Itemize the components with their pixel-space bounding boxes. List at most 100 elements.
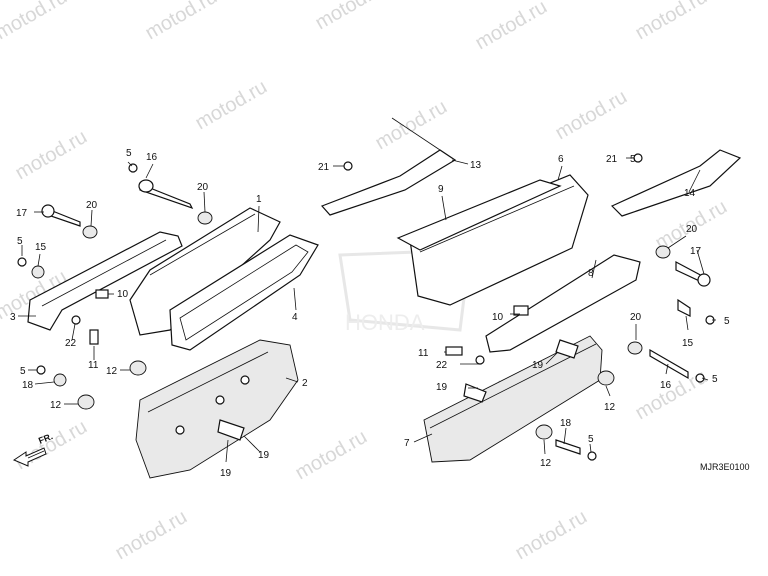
- callout-20: 20: [86, 200, 98, 211]
- callout-13: 13: [470, 160, 482, 171]
- grommet-20-right-a: [655, 245, 671, 259]
- callout-5: 5: [712, 374, 718, 385]
- watermark: motod.ru: [192, 76, 271, 135]
- callout-20: 20: [686, 224, 698, 235]
- right-side-band: [485, 254, 641, 353]
- clip-11-right: [445, 346, 463, 356]
- callout-16: 16: [660, 380, 672, 391]
- left-lid-frame: [169, 234, 319, 351]
- grommet-20-right-b: [627, 341, 643, 355]
- watermark: motod.ru: [472, 0, 551, 54]
- grommet-20-left-a: [82, 225, 98, 239]
- collar-19-right-a: [555, 339, 579, 359]
- watermark: motod.ru: [112, 506, 191, 565]
- callout-21: 21: [318, 162, 330, 173]
- leader-lines: [18, 157, 716, 463]
- callout-15: 15: [682, 338, 694, 349]
- background-logo-text: HONDA: [345, 310, 425, 335]
- nut-21-right-a: [343, 161, 353, 171]
- nut-5-right-c: [587, 451, 597, 461]
- callout-labels: 1 2 3 4 5 16 17 20 20 5 15 10 22 11 12 5…: [10, 148, 730, 479]
- watermark: motod.ru: [142, 0, 221, 44]
- callout-20: 20: [197, 182, 209, 193]
- watermark: motod.ru: [292, 426, 371, 485]
- right-lid-frame: [396, 179, 562, 251]
- callout-15: 15: [35, 242, 47, 253]
- grommet-15-left: [31, 265, 45, 279]
- watermark: motod.ru: [312, 0, 391, 34]
- callout-10: 10: [492, 312, 504, 323]
- callout-5: 5: [588, 434, 594, 445]
- callout-9: 9: [438, 184, 444, 195]
- callout-5: 5: [17, 236, 23, 247]
- callout-7: 7: [404, 438, 410, 449]
- callout-18: 18: [560, 418, 572, 429]
- callout-20: 20: [630, 312, 642, 323]
- grommet-12-right-b: [535, 424, 553, 440]
- callout-6: 6: [558, 154, 564, 165]
- callout-16: 16: [146, 152, 158, 163]
- nut-5-left-c: [36, 365, 46, 375]
- callout-21: 21: [606, 154, 618, 165]
- callout-5: 5: [630, 154, 636, 165]
- callout-22: 22: [436, 360, 448, 371]
- callout-11: 11: [418, 348, 429, 359]
- callout-5: 5: [20, 366, 26, 377]
- grommet-12-left-b: [77, 394, 95, 410]
- callout-4: 4: [292, 312, 298, 323]
- callout-10: 10: [117, 289, 129, 300]
- right-saddlebag-lid: [409, 174, 589, 306]
- grommet-12-right-a: [597, 370, 615, 386]
- right-stay-13: [320, 149, 457, 216]
- left-saddlebag-lid: [129, 207, 281, 336]
- bolt-15-right: [677, 298, 691, 317]
- bolt-18-right: [555, 439, 581, 455]
- callout-11: 11: [88, 360, 99, 371]
- bolt-18-left: [53, 373, 67, 387]
- grommet-12-left-a: [129, 360, 147, 376]
- nut-5-left-b: [17, 257, 27, 267]
- callout-8: 8: [588, 268, 594, 279]
- reference-code: MJR3E0100: [700, 462, 750, 472]
- callout-5: 5: [724, 316, 730, 327]
- callout-1: 1: [256, 194, 262, 205]
- callout-19: 19: [436, 382, 448, 393]
- watermark: motod.ru: [552, 86, 631, 145]
- watermark: motod.ru: [632, 0, 711, 44]
- watermark: motod.ru: [512, 506, 591, 565]
- callout-17: 17: [690, 246, 702, 257]
- screw-22-right: [475, 355, 485, 365]
- callout-12: 12: [50, 400, 62, 411]
- callout-2: 2: [302, 378, 308, 389]
- grommet-20-left-b: [197, 211, 213, 225]
- callout-18: 18: [22, 380, 34, 391]
- left-assembly: [17, 163, 319, 479]
- callout-19: 19: [258, 450, 270, 461]
- callout-3: 3: [10, 312, 16, 323]
- callout-22: 22: [65, 338, 77, 349]
- clip-11-left: [89, 329, 99, 345]
- right-assembly: [320, 117, 742, 463]
- screw-22-left: [71, 315, 81, 325]
- watermark: motod.ru: [12, 416, 91, 475]
- callout-5: 5: [126, 148, 132, 159]
- nut-5-left-a: [128, 163, 138, 173]
- right-stay-14: [610, 149, 742, 217]
- left-saddlebag-case: [135, 339, 299, 479]
- clip-10-right: [513, 305, 529, 316]
- callout-19: 19: [220, 468, 232, 479]
- callout-14: 14: [684, 188, 696, 199]
- nut-5-right-b: [695, 373, 705, 383]
- collar-19-right-b: [463, 383, 487, 403]
- collar-19-left: [217, 419, 245, 441]
- watermark: motod.ru: [372, 96, 451, 155]
- watermark: motod.ru: [12, 126, 91, 185]
- callout-17: 17: [16, 208, 28, 219]
- callout-12: 12: [106, 366, 118, 377]
- callout-12: 12: [604, 402, 616, 413]
- watermark: motod.ru: [0, 0, 71, 44]
- clip-10-left: [95, 289, 109, 299]
- callout-12: 12: [540, 458, 552, 469]
- callout-19: 19: [532, 360, 544, 371]
